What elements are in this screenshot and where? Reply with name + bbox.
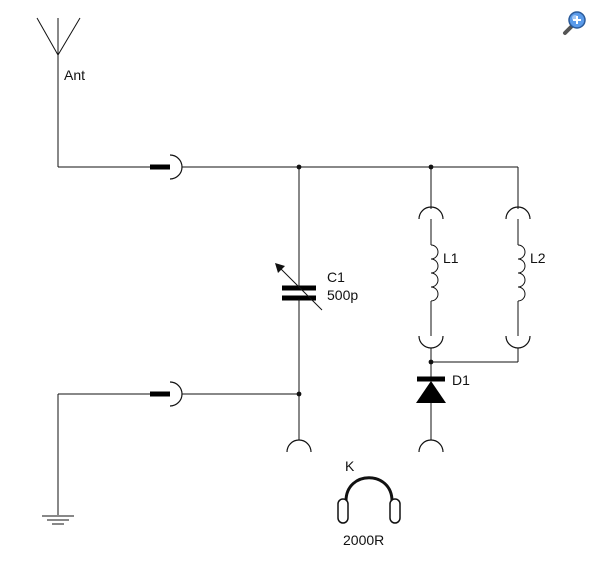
ground-icon (42, 515, 74, 525)
antenna-connector (150, 154, 183, 180)
ground-connector (150, 381, 183, 407)
l1-ref-label: L1 (443, 250, 459, 266)
inductor-l2-symbol (505, 167, 531, 349)
headphones-value-label: 2000R (343, 532, 384, 548)
headphones-icon (337, 476, 401, 524)
diode-symbol (416, 362, 446, 453)
headphone-socket-left (286, 439, 312, 453)
antenna-symbol (36, 17, 81, 167)
c1-ref-label: C1 (327, 269, 345, 285)
headphones-ref-label: K (345, 458, 355, 474)
l2-ref-label: L2 (530, 250, 546, 266)
antenna-label: Ant (64, 67, 85, 83)
d1-ref-label: D1 (452, 372, 470, 388)
zoom-in-icon[interactable] (562, 10, 588, 36)
variable-capacitor-symbol (275, 263, 323, 311)
c1-value-label: 500p (327, 287, 358, 303)
inductor-l1-symbol (418, 167, 444, 349)
